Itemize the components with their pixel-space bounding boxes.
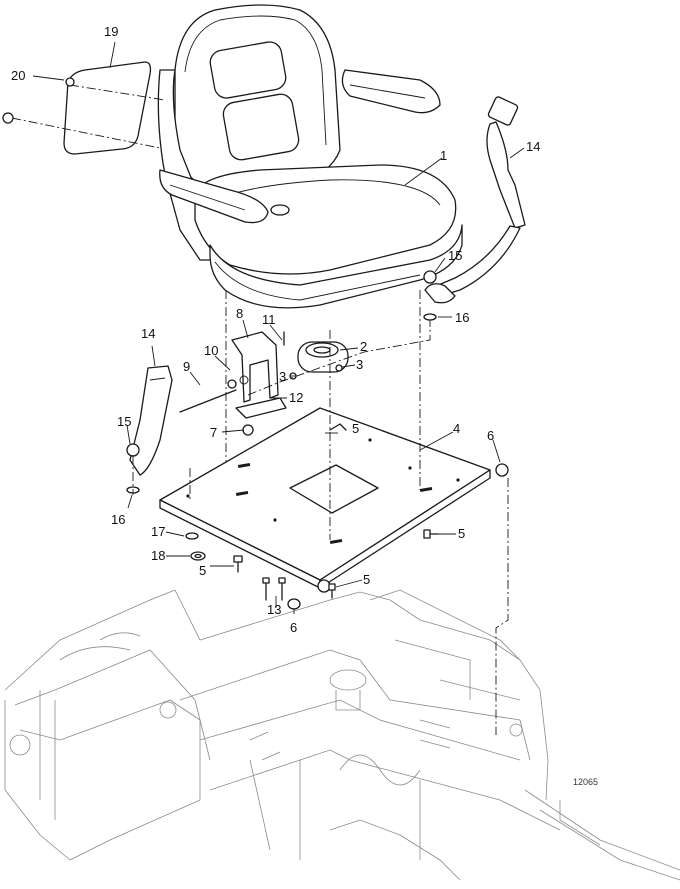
callout-2: 2 xyxy=(360,339,367,354)
callout-1: 1 xyxy=(440,148,447,163)
callout-16: 16 xyxy=(455,310,469,325)
callout-leaders xyxy=(32,41,525,614)
callout-6: 6 xyxy=(487,428,494,443)
mower-frame xyxy=(4,589,680,881)
callout-17: 17 xyxy=(151,524,165,539)
seat-belt-right xyxy=(423,96,526,321)
callout-3: 3 xyxy=(356,357,363,372)
callout-5: 5 xyxy=(199,563,206,578)
callout-12: 12 xyxy=(289,390,303,405)
callout-10: 10 xyxy=(204,343,218,358)
drawing-number: 12065 xyxy=(573,777,598,787)
back-plate xyxy=(2,61,166,155)
callout-9: 9 xyxy=(183,359,190,374)
callout-15: 15 xyxy=(117,414,131,429)
callout-19: 19 xyxy=(104,24,118,39)
callout-13: 13 xyxy=(267,602,281,617)
callout-16: 16 xyxy=(111,512,125,527)
callout-14: 14 xyxy=(141,326,155,341)
assembly-lines xyxy=(132,290,509,735)
callout-7: 7 xyxy=(210,425,217,440)
callout-labels: 1 2 3 3 4 5 5 5 5 6 6 7 8 9 10 11 12 13 … xyxy=(11,24,540,635)
callout-18: 18 xyxy=(151,548,165,563)
callout-5: 5 xyxy=(458,526,465,541)
seat-base-plate xyxy=(159,407,509,593)
callout-8: 8 xyxy=(236,306,243,321)
callout-15: 15 xyxy=(448,248,462,263)
seat-assembly xyxy=(157,4,463,309)
callout-6: 6 xyxy=(290,620,297,635)
seat-belt-left xyxy=(126,365,173,494)
callout-11: 11 xyxy=(262,312,276,327)
callout-4: 4 xyxy=(453,421,460,436)
callout-5: 5 xyxy=(352,421,359,436)
callout-3: 3 xyxy=(279,369,286,384)
callout-20: 20 xyxy=(11,68,25,83)
callout-14: 14 xyxy=(526,139,540,154)
callout-5: 5 xyxy=(363,572,370,587)
